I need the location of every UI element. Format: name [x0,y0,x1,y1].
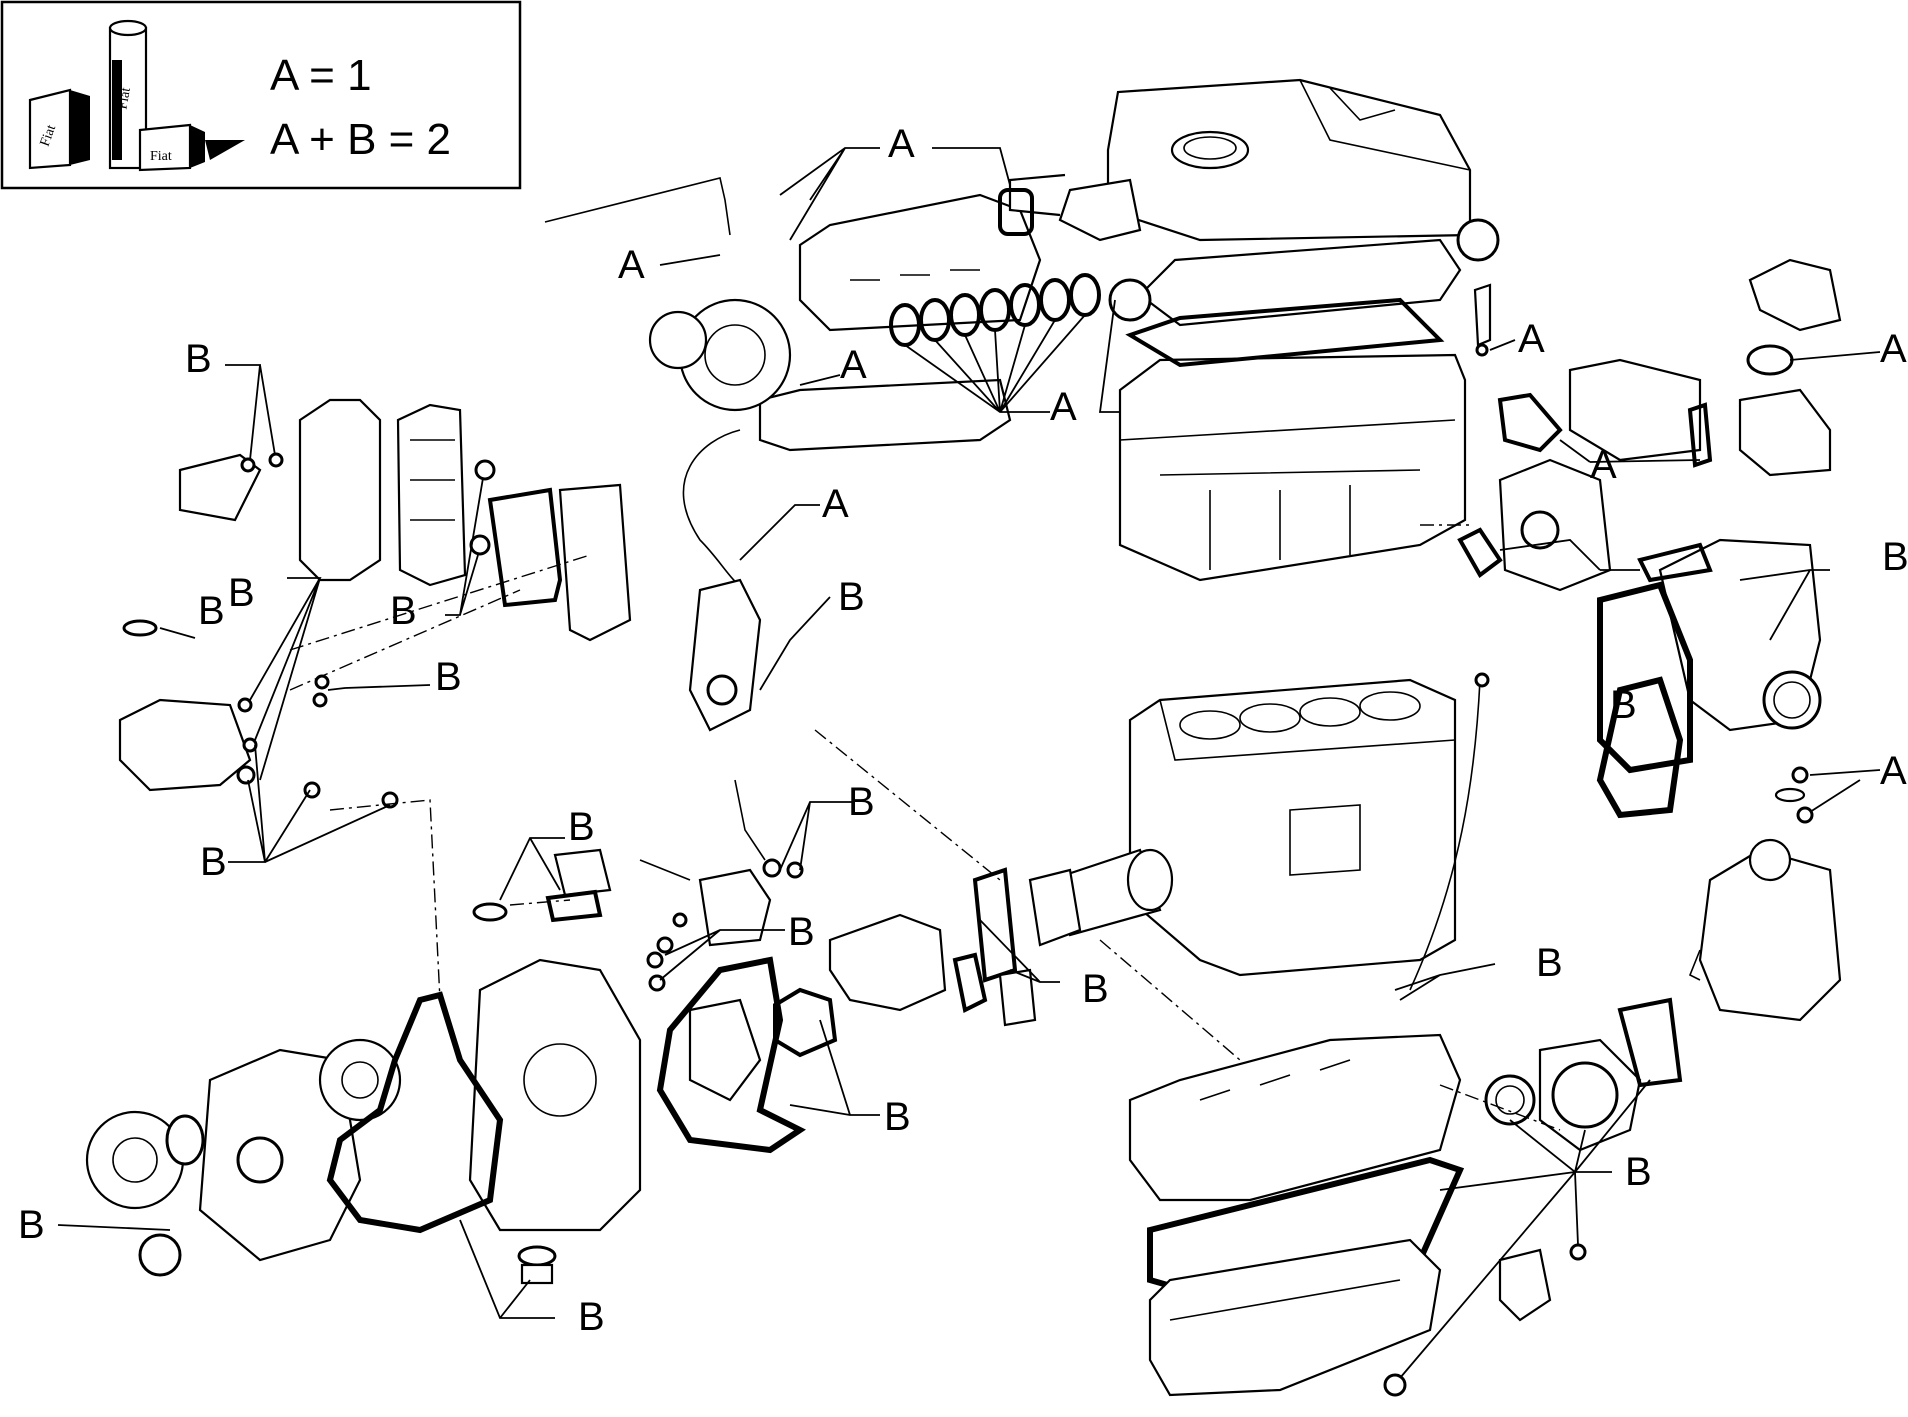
left-small-seals [122,452,496,809]
callout-a: A [1050,385,1077,429]
right-gaskets [1457,392,1713,578]
dipstick [1409,672,1490,991]
sealant-cans-icon: Fiat Fiat Fiat [28,19,245,172]
valve-cover [1106,78,1472,242]
timing-case-plug [472,902,557,1285]
legend-box: Fiat Fiat Fiat A = 1 A + B = 2 [0,0,522,190]
callout-b: B [1082,967,1109,1011]
oil-filter-head [558,483,632,642]
callout-a: A [1518,317,1545,361]
cam-seal [1108,218,1500,322]
callout-b: B [390,589,417,633]
sump-plug [1383,1373,1407,1397]
cooler-gasket [487,487,563,608]
water-pump-front [828,913,1037,1027]
timing-case [468,958,642,1232]
callout-b: B [578,1295,605,1339]
injection-pump [1688,838,1842,1022]
callout-b: B [788,910,815,954]
callout-b: B [198,589,225,633]
thermostat-housing-left [118,698,252,792]
pump-gear-assembly [1484,997,1683,1152]
legend-line-2: A + B = 2 [270,115,451,164]
oil-cooler [298,398,467,587]
callout-b: B [18,1203,45,1247]
callout-b: B [200,840,227,884]
cylinder-block [1128,678,1457,977]
exhaust-manifold [758,378,1012,452]
thermostat-housing-right [1746,258,1842,376]
callout-a: A [1880,327,1907,371]
callout-b: B [568,805,595,849]
callout-b: B [1536,941,1563,985]
callout-b: B [838,575,865,619]
callout-b: B [228,571,255,615]
front-oil-pump-gasket [773,987,838,1058]
callout-a: A [822,482,849,526]
lower-crankcase [1128,1033,1462,1202]
timing-housing-right [1596,538,1822,819]
timing-cover [198,1048,362,1262]
callout-b: B [884,1095,911,1139]
callout-a: A [888,122,915,166]
oil-line [544,177,731,236]
callout-b: B [1610,683,1637,727]
turbo-oil-return [682,429,746,591]
leader-lines [57,147,1881,1379]
intake-manifold [798,193,1042,332]
callout-b: B [1625,1150,1652,1194]
turbocharger [648,298,792,412]
head-gasket [1125,297,1445,368]
fuel-lift-pump [639,779,772,947]
fuel-pump-seals [646,858,804,992]
callout-labels: A A A A A A A A A B B B B B B B B B B B … [18,122,1908,1339]
oil-pump-front [656,956,806,1154]
cylinder-head [1118,238,1467,582]
water-pump [1498,458,1612,592]
injection-pump-seals [1774,766,1814,824]
coolant-outlet [1568,358,1832,477]
callout-b: B [435,655,462,699]
callout-b: B [1882,535,1908,579]
cover-plate [545,848,612,923]
oil-sump [1148,1238,1442,1397]
svg-text:Fiat: Fiat [150,149,172,164]
callout-b: B [185,337,212,381]
legend-line-1: A = 1 [270,51,372,100]
svg-text:Fiat: Fiat [115,86,134,110]
callout-b: B [848,780,875,824]
exhaust-elbow [1008,173,1142,242]
callout-a: A [1880,749,1907,793]
oil-filter-adapter [688,578,762,732]
svg-text:Fiat: Fiat [38,123,60,149]
callout-a: A [840,343,867,387]
elbow-gasket [998,188,1034,236]
timing-case-gasket [326,991,504,1234]
injector [1473,283,1492,357]
crank-pulley-seal [138,1114,205,1277]
callout-a: A [618,243,645,287]
coolant-pipe [178,453,262,522]
rear-seal-carrier [972,867,1082,983]
oil-pump-pickup [1498,1243,1587,1322]
assembly-lines [289,524,1561,1131]
callout-a: A [1590,443,1617,487]
